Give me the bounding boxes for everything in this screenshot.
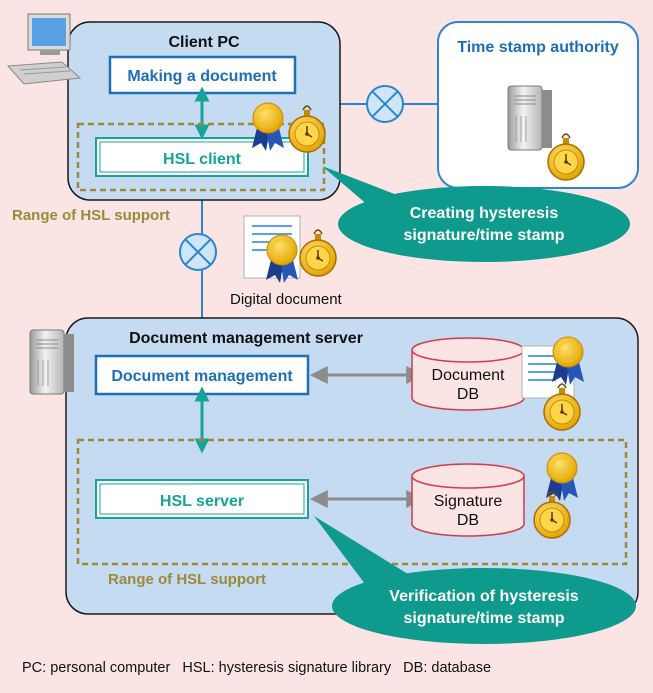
document-server-icon (29, 329, 75, 395)
tsa-box: Time stamp authority (437, 21, 639, 189)
client-pc-box: Client PC Making a document HSL client (67, 21, 341, 201)
server-range-label: Range of HSL support (108, 571, 266, 588)
svg-text:Document: Document (432, 367, 505, 384)
footnote: PC: personal computer HSL: hysteresis si… (22, 660, 491, 676)
client-computer-icon (6, 13, 82, 85)
tsa-title: Time stamp authority (457, 39, 619, 56)
client-hsl-range-box (76, 122, 326, 192)
verification-line2: signature/time stamp (404, 610, 565, 627)
verification-line1: Verification of hysteresis (389, 588, 579, 605)
document-db-doc-icon (521, 336, 585, 431)
making-document-label: Making a document (127, 68, 277, 85)
document-management-label: Document management (111, 368, 293, 385)
client-pc-title: Client PC (168, 34, 240, 51)
svg-text:DB: DB (457, 512, 479, 529)
signature-db: Signature DB (411, 463, 525, 537)
svg-text:Signature: Signature (434, 493, 503, 510)
digital-document-icon (243, 215, 337, 284)
server-box: Document management server Document mana… (65, 317, 639, 615)
creating-line1: Creating hysteresis (410, 205, 559, 222)
document-db: Document DB (411, 337, 525, 411)
network-node-icon (366, 85, 404, 123)
network-node-icon (179, 233, 217, 271)
hsl-client-label: HSL client (163, 151, 242, 168)
creating-line2: signature/time stamp (404, 227, 565, 244)
tsa-server-icon (507, 85, 553, 151)
server-title: Document management server (129, 330, 363, 347)
digital-document-label: Digital document (230, 291, 343, 308)
verification-callout: Verification of hysteresis signature/tim… (314, 516, 636, 644)
hsl-server-label: HSL server (160, 493, 244, 510)
client-range-label: Range of HSL support (12, 207, 170, 224)
creating-callout: Creating hysteresis signature/time stamp (322, 166, 630, 262)
svg-text:DB: DB (457, 386, 479, 403)
